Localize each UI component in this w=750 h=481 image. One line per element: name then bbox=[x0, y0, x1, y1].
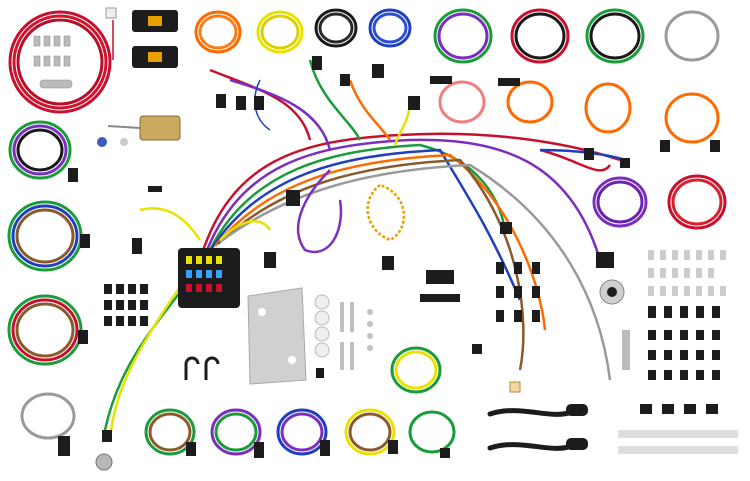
harness-connectors bbox=[102, 56, 720, 442]
bottom-row-coils bbox=[144, 346, 456, 456]
switch-assembly bbox=[97, 115, 625, 305]
left-connectors bbox=[58, 168, 90, 456]
right-side-coils bbox=[438, 80, 727, 230]
middle-connectors bbox=[104, 262, 540, 326]
connector-grid bbox=[640, 306, 720, 414]
wire-looms bbox=[487, 408, 575, 451]
bottom-connectors bbox=[186, 368, 450, 458]
grommets bbox=[314, 294, 330, 358]
small-parts bbox=[95, 330, 630, 471]
main-harness bbox=[103, 59, 626, 441]
bolts bbox=[340, 302, 373, 370]
loom-boots bbox=[566, 404, 588, 450]
terminal-strip-bottom bbox=[618, 430, 738, 454]
terminal-grid bbox=[648, 250, 726, 296]
battery-cable-coil bbox=[8, 10, 112, 114]
fuse-holders bbox=[105, 7, 178, 68]
hooks bbox=[184, 356, 220, 380]
top-row-coils bbox=[194, 8, 720, 64]
fuse-panel bbox=[178, 248, 240, 308]
bracket-plate bbox=[247, 287, 307, 385]
